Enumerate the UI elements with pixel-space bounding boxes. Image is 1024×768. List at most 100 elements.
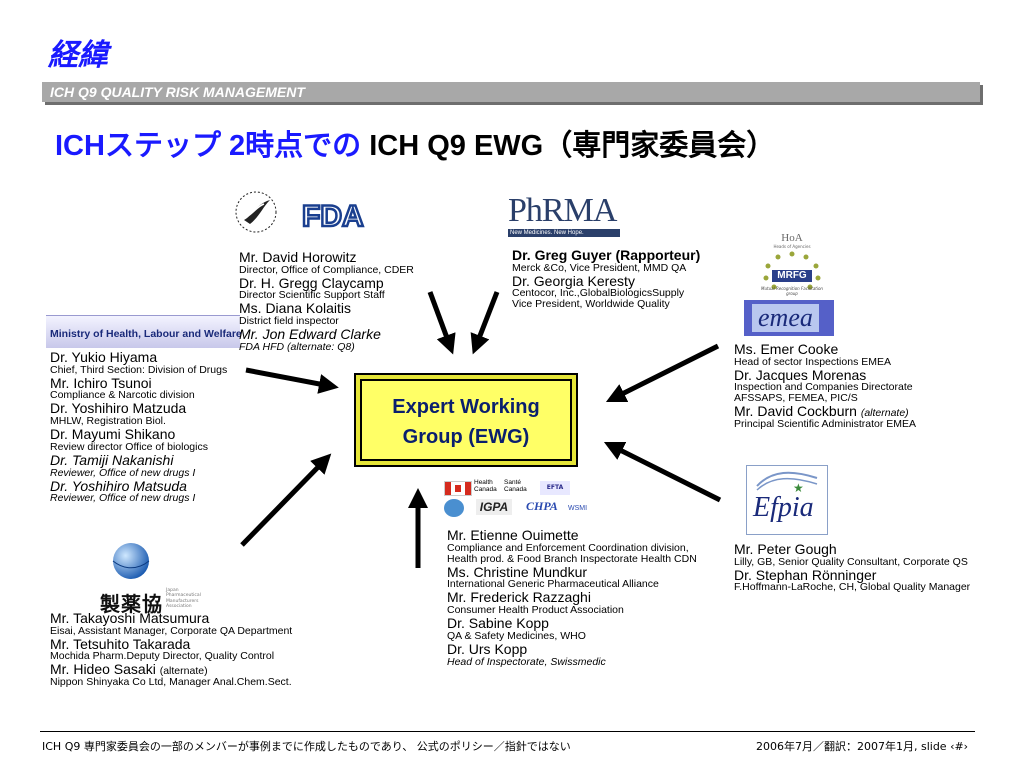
mhlw-logo-text: Ministry of Health, Labour and Welfare xyxy=(50,328,242,340)
member-desc: Compliance & Narcotic division xyxy=(50,389,195,402)
arrow-fda xyxy=(427,291,456,355)
arrow-mhlw xyxy=(245,367,339,394)
hoa-small-text: Heads of Agencies xyxy=(773,244,811,249)
efpia-members: Mr. Peter Gough Lilly, GB, Senior Qualit… xyxy=(734,542,970,593)
hoa-logo-text: HoA xyxy=(781,232,803,244)
member-desc: Head of Inspectorate, Swissmedic xyxy=(447,655,606,668)
member-desc: Director, Office of Compliance, CDER xyxy=(239,263,414,276)
efpia-waves-icon: ★ xyxy=(756,471,818,495)
member-name: Dr. Sabine Kopp xyxy=(447,615,549,632)
member-desc: Health prod. & Food Branch Inspectorate … xyxy=(447,552,697,565)
member-name: Mr. Peter Gough xyxy=(734,541,837,557)
member-name: Ms. Diana Kolaitis xyxy=(239,300,352,317)
mhlw-members: Dr. Yukio Hiyama Chief, Third Section: D… xyxy=(50,350,227,504)
observer-logos: Health Canada Santé Canada EFTA IGPA CHP… xyxy=(444,479,604,519)
member-name: Dr. Tamiji Nakanishi xyxy=(50,451,174,468)
member-desc: QA & Safety Medicines, WHO xyxy=(447,629,586,642)
member-name: Dr. Yoshihiro Matsuda xyxy=(50,477,187,494)
efpia-logo-text: Efpia xyxy=(753,492,814,523)
member-desc: International Generic Pharmaceutical All… xyxy=(447,578,659,591)
arrow-emea xyxy=(605,343,720,403)
efta-logo: EFTA xyxy=(540,481,570,495)
member-name: Dr. H. Gregg Claycamp xyxy=(239,274,384,291)
member-name: Dr. Stephan Rönninger xyxy=(734,566,877,583)
footer-divider xyxy=(40,731,975,732)
phrma-logo: PhRMA New Medicines. New Hope. xyxy=(508,193,620,241)
member-name: Mr. Frederick Razzaghi xyxy=(447,589,591,606)
member-name: Mr. Tetsuhito Takarada xyxy=(50,635,191,652)
emea-logo-text: emea xyxy=(752,304,819,332)
mhlw-logo: Ministry of Health, Labour and Welfare xyxy=(46,315,242,348)
member-desc: Head of sector Inspections EMEA xyxy=(734,355,891,368)
jpma-logo-text: 製薬協 xyxy=(100,592,163,616)
member-name: Mr. David Horowitz xyxy=(239,249,357,265)
member-name: Dr. Greg Guyer (Rapporteur) xyxy=(512,247,701,263)
fda-logo-text: FDA xyxy=(302,200,364,231)
member-name: Mr. David Cockburn xyxy=(734,403,857,420)
member-desc: Inspection and Companies Directorate xyxy=(734,381,913,394)
ewg-box: Expert Working Group (EWG) xyxy=(354,373,578,467)
fda-logo: FDA xyxy=(300,199,378,235)
slide-kanji-title: 経緯 xyxy=(48,38,108,73)
health-canada-text: Health Canada xyxy=(474,479,497,494)
member-name: Ms. Emer Cooke xyxy=(734,341,839,357)
jpma-globe-icon xyxy=(110,540,152,582)
igpa-logo: IGPA xyxy=(476,499,512,515)
canada-flag-icon xyxy=(444,481,472,496)
ewg-line1: Expert Working xyxy=(392,396,540,418)
title-black: ICH Q9 EWG（専門家委員会） xyxy=(369,130,776,162)
member-name: Dr. Georgia Keresty xyxy=(512,272,635,289)
member-desc: Nippon Shinyaka Co Ltd, Manager Anal.Che… xyxy=(50,676,292,689)
title-blue: ICHステップ 2時点での xyxy=(55,130,362,162)
member-name: Dr. Yukio Hiyama xyxy=(50,349,158,365)
jpma-members: Mr. Takayoshi Matsumura Eisai, Assistant… xyxy=(50,611,292,688)
ewg-line2: Group (EWG) xyxy=(402,426,530,448)
mrfg-logo-text: MRFG xyxy=(772,270,812,282)
member-desc: Principal Scientific Administrator EMEA xyxy=(734,418,917,431)
member-name: Mr. Etienne Ouimette xyxy=(447,527,579,543)
member-desc: Chief, Third Section: Division of Drugs xyxy=(50,363,228,376)
emea-members: Ms. Emer Cooke Head of sector Inspection… xyxy=(734,342,916,430)
member-desc: AFSSAPS, FEMEA, PIC/S xyxy=(734,392,858,405)
wsmi-logo: WSMI xyxy=(568,505,588,512)
member-name: Dr. Yoshihiro Matzuda xyxy=(50,400,187,417)
member-desc: Compliance and Enforcement Coordination … xyxy=(447,541,689,554)
member-name: Mr. Ichiro Tsunoi xyxy=(50,374,152,391)
phrma-members: Dr. Greg Guyer (Rapporteur) Merck &Co, V… xyxy=(512,248,700,310)
member-desc: Reviewer, Office of new drugs I xyxy=(50,492,196,505)
member-desc: F.Hoffmann-LaRoche, CH, Global Quality M… xyxy=(734,581,971,594)
emea-logo: emea xyxy=(744,300,834,336)
member-desc: Vice President, Worldwide Quality xyxy=(512,298,670,311)
banner-text: ICH Q9 QUALITY RISK MANAGEMENT xyxy=(50,84,305,100)
slide-title: ICHステップ 2時点での ICH Q9 EWG（専門家委員会） xyxy=(55,122,775,164)
footer-note: ICH Q9 専門家委員会の一部のメンバーが事例までに作成したものであり、 公式… xyxy=(42,740,571,753)
member-desc: Mochida Pharm.Deputy Director, Quality C… xyxy=(50,650,275,663)
member-desc: District field inspector xyxy=(239,315,339,328)
member-desc: Reviewer, Office of new drugs I xyxy=(50,466,196,479)
banner: ICH Q9 QUALITY RISK MANAGEMENT xyxy=(42,82,980,102)
phrma-logo-text: PhRMA xyxy=(508,192,617,229)
member-desc: Lilly, GB, Senior Quality Consultant, Co… xyxy=(734,555,968,568)
mrfg-small-text: Mutual Recognition Facilitation group xyxy=(761,286,823,296)
member-desc: Centocor, Inc.,GlobalBiologicsSupply xyxy=(512,287,685,300)
svg-text:★: ★ xyxy=(793,481,804,494)
member-alt: (alternate) xyxy=(860,407,909,420)
member-name: Mr. Jon Edward Clarke xyxy=(239,326,381,343)
arrow-jpma xyxy=(240,453,332,547)
efpia-logo: ★ Efpia xyxy=(746,465,828,535)
hhs-eagle-logo xyxy=(234,190,280,234)
eu-stars-icon xyxy=(763,251,821,290)
phrma-tagline: New Medicines. New Hope. xyxy=(508,229,620,237)
member-name: Dr. Mayumi Shikano xyxy=(50,426,176,443)
member-desc: Review director Office of biologics xyxy=(50,440,208,453)
member-desc: Eisai, Assistant Manager, Corporate QA D… xyxy=(50,624,293,637)
who-emblem-icon xyxy=(444,499,464,517)
member-name: Mr. Hideo Sasaki xyxy=(50,661,156,678)
member-desc: FDA HFD (alternate: Q8) xyxy=(239,340,355,353)
observer-members: Mr. Etienne Ouimette Compliance and Enfo… xyxy=(447,528,697,668)
arrow-efpia xyxy=(603,441,722,503)
member-alt: (alternate) xyxy=(159,665,208,678)
chpa-logo: CHPA xyxy=(526,499,558,513)
member-desc: Merck &Co, Vice President, MMD QA xyxy=(512,261,687,274)
